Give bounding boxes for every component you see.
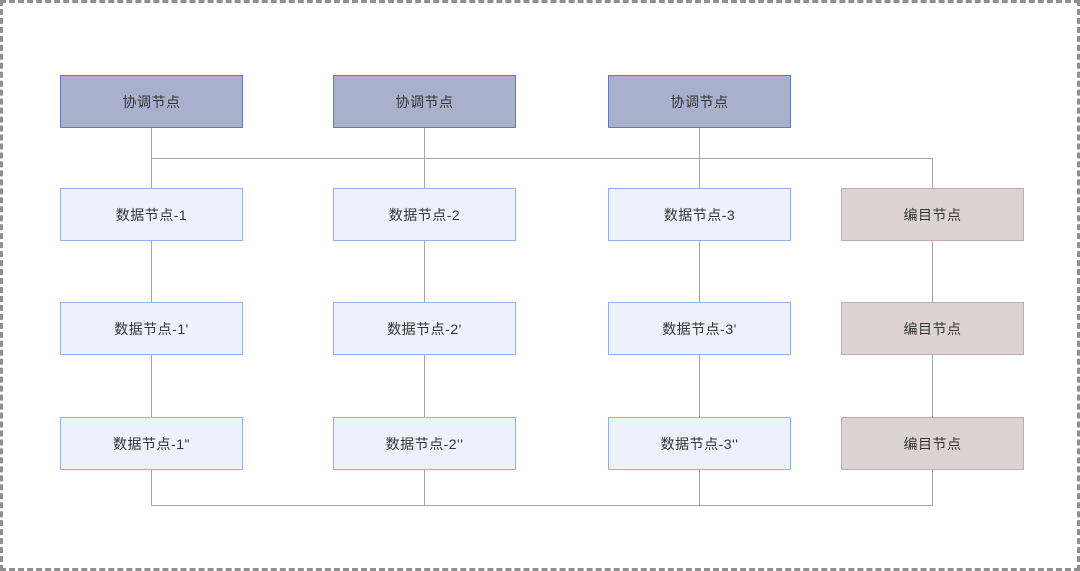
data-node-2-prime: 数据节点-2' — [333, 302, 516, 355]
coordinator-node-3: 协调节点 — [608, 75, 791, 128]
data-node-1-doubleprime: 数据节点-1" — [60, 417, 243, 470]
coordinator-node-2: 协调节点 — [333, 75, 516, 128]
coordinator-node-1: 协调节点 — [60, 75, 243, 128]
connector-top-bus — [151, 158, 933, 159]
connector-bottom-bus — [151, 505, 933, 506]
data-node-3: 数据节点-3 — [608, 188, 791, 241]
data-node-2: 数据节点-2 — [333, 188, 516, 241]
catalog-node-3: 编目节点 — [841, 417, 1024, 470]
data-node-2-doubleprime: 数据节点-2'' — [333, 417, 516, 470]
data-node-3-prime: 数据节点-3' — [608, 302, 791, 355]
data-node-1: 数据节点-1 — [60, 188, 243, 241]
catalog-node-2: 编目节点 — [841, 302, 1024, 355]
data-node-3-doubleprime: 数据节点-3'' — [608, 417, 791, 470]
data-node-1-prime: 数据节点-1' — [60, 302, 243, 355]
catalog-node-1: 编目节点 — [841, 188, 1024, 241]
